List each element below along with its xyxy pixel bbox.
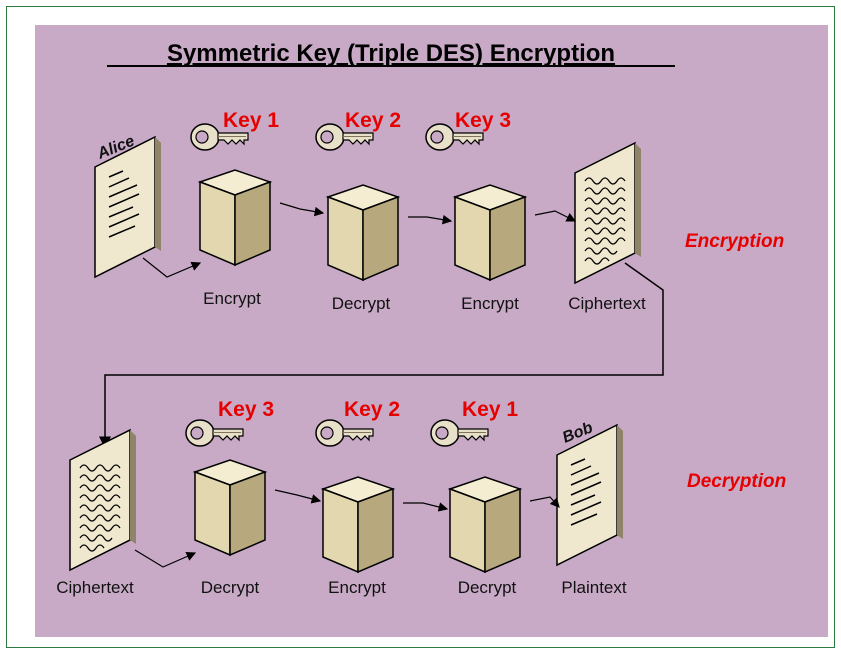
- enc-key-2-label: Key 2: [345, 109, 401, 132]
- diagram-canvas: Symmetric Key (Triple DES) Encryption Al…: [35, 25, 828, 637]
- diagram-title: Symmetric Key (Triple DES) Encryption: [167, 40, 615, 67]
- dec-step-2-label: Encrypt: [328, 578, 386, 597]
- cipher-block-icon: [327, 184, 399, 281]
- flow-arrow: [408, 214, 453, 225]
- key-icon: [315, 419, 374, 447]
- flow-arrow: [279, 202, 325, 217]
- enc-key-1-label: Key 1: [223, 109, 279, 132]
- cipher-block-icon: [454, 184, 526, 281]
- enc-step-3-label: Encrypt: [461, 294, 519, 313]
- cipher-block-icon: [449, 476, 521, 573]
- dec-input-label: Ciphertext: [56, 578, 134, 597]
- flow-arrow: [134, 549, 197, 568]
- flow-arrow: [274, 489, 322, 504]
- flow-arrow: [142, 257, 202, 278]
- decryption-side-label: Decryption: [687, 471, 786, 492]
- flow-arrow: [403, 502, 449, 512]
- flow-arrow: [534, 210, 577, 222]
- enc-key-3-label: Key 3: [455, 109, 511, 132]
- cipher-block-icon: [322, 476, 394, 573]
- key-icon: [430, 419, 489, 447]
- connector-line: [99, 262, 664, 449]
- dec-output-label: Plaintext: [561, 578, 626, 597]
- dec-key-2-label: Key 2: [344, 398, 400, 421]
- ciphertext-document-icon: [574, 142, 642, 284]
- cipher-block-icon: [199, 169, 271, 266]
- key-icon: [185, 419, 244, 447]
- flow-arrow: [529, 496, 560, 508]
- enc-step-1-label: Encrypt: [203, 289, 261, 308]
- ciphertext-document-icon: [69, 429, 137, 571]
- cipher-block-icon: [194, 459, 266, 556]
- encryption-side-label: Encryption: [685, 231, 784, 252]
- enc-output-label: Ciphertext: [568, 294, 646, 313]
- triple-des-diagram: Symmetric Key (Triple DES) Encryption Al…: [56, 40, 786, 597]
- enc-step-2-label: Decrypt: [332, 294, 391, 313]
- dec-key-3-label: Key 1: [462, 398, 518, 421]
- dec-step-3-label: Decrypt: [458, 578, 517, 597]
- dec-step-1-label: Decrypt: [201, 578, 260, 597]
- dec-key-1-label: Key 3: [218, 398, 274, 421]
